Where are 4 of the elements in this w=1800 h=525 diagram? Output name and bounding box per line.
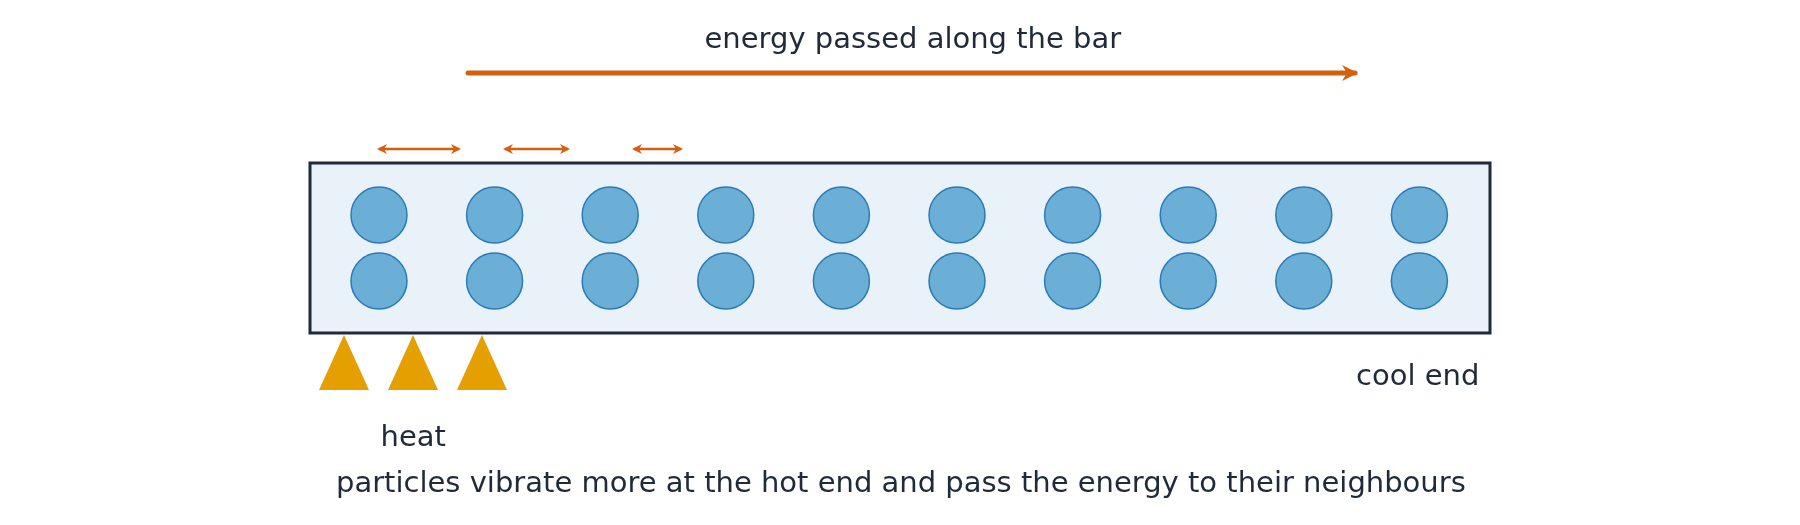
arrow-label: energy passed along the bar bbox=[704, 20, 1122, 56]
caption: particles vibrate more at the hot end and pass the energy to their neighbours bbox=[336, 464, 1466, 500]
end-label: cool end bbox=[1356, 357, 1480, 393]
heat-label: heat bbox=[380, 418, 446, 454]
